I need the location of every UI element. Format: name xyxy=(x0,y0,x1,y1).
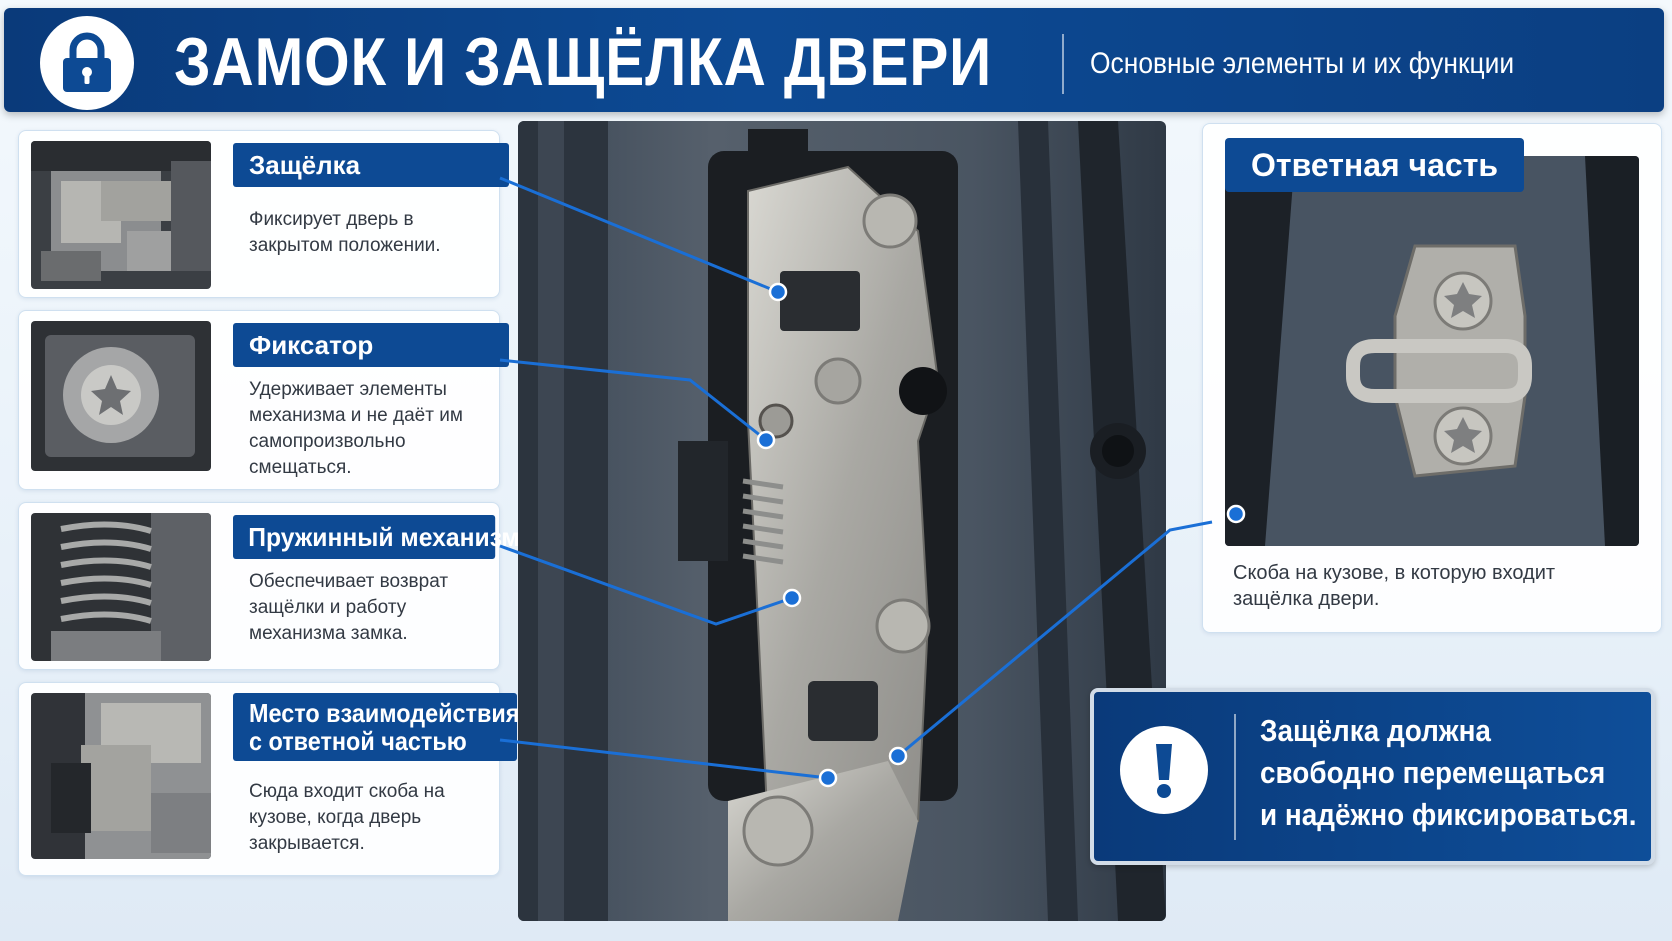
spring-thumbnail xyxy=(31,513,211,661)
warning-text: Защёлка должна свободно перемещаться и н… xyxy=(1260,710,1637,836)
retainer-thumbnail xyxy=(31,321,211,471)
warning-box: Защёлка должна свободно перемещаться и н… xyxy=(1090,688,1655,865)
striker-description: Скоба на кузове, в которую входит защёлк… xyxy=(1233,562,1556,610)
spring-description: Обеспечивает возврат защёлки и работу ме… xyxy=(249,571,449,644)
retainer-description: Удерживает элементы механизма и не даёт … xyxy=(249,379,463,478)
spring-label: Пружинный механизм xyxy=(233,515,520,559)
component-card-interaction: Место взаимодействия с ответной частью С… xyxy=(18,682,519,876)
page-title: ЗАМОК И ЗАЩЁЛКА ДВЕРИ xyxy=(174,24,993,100)
warning-line-1: Защёлка должна xyxy=(1260,713,1491,748)
page-subtitle: Основные элементы и их функции xyxy=(1090,47,1515,80)
warning-divider xyxy=(1234,714,1236,840)
component-card-latch: Защёлка Фиксирует дверь в закрытом полож… xyxy=(18,130,509,298)
retainer-label: Фиксатор xyxy=(233,323,509,367)
exclamation-icon xyxy=(1120,726,1208,814)
door-lock-photo xyxy=(518,121,1166,921)
component-card-retainer: Фиксатор Удерживает элементы механизма и… xyxy=(18,310,509,490)
interaction-label-line1: Место взаимодействия xyxy=(249,698,520,728)
striker-label: Ответная часть xyxy=(1225,138,1525,192)
latch-thumbnail xyxy=(31,141,211,289)
component-card-spring: Пружинный механизм Обеспечивает возврат … xyxy=(18,502,520,670)
warning-line-3: и надёжно фиксироваться. xyxy=(1260,797,1637,832)
header-divider xyxy=(1062,34,1064,94)
lock-icon xyxy=(40,16,134,110)
interaction-description: Сюда входит скоба на кузове, когда дверь… xyxy=(249,781,445,854)
header-banner: ЗАМОК И ЗАЩЁЛКА ДВЕРИ Основные элементы … xyxy=(4,8,1664,112)
interaction-thumbnail xyxy=(31,693,211,859)
latch-label: Защёлка xyxy=(233,143,509,187)
striker-photo xyxy=(1225,156,1639,546)
warning-line-2: свободно перемещаться xyxy=(1260,755,1606,790)
interaction-label-line2: с ответной частью xyxy=(249,726,467,756)
striker-card: Ответная часть Скоба на кузове, в котору… xyxy=(1202,123,1662,633)
interaction-label: Место взаимодействия с ответной частью xyxy=(233,693,520,761)
latch-description: Фиксирует дверь в закрытом положении. xyxy=(249,209,441,256)
